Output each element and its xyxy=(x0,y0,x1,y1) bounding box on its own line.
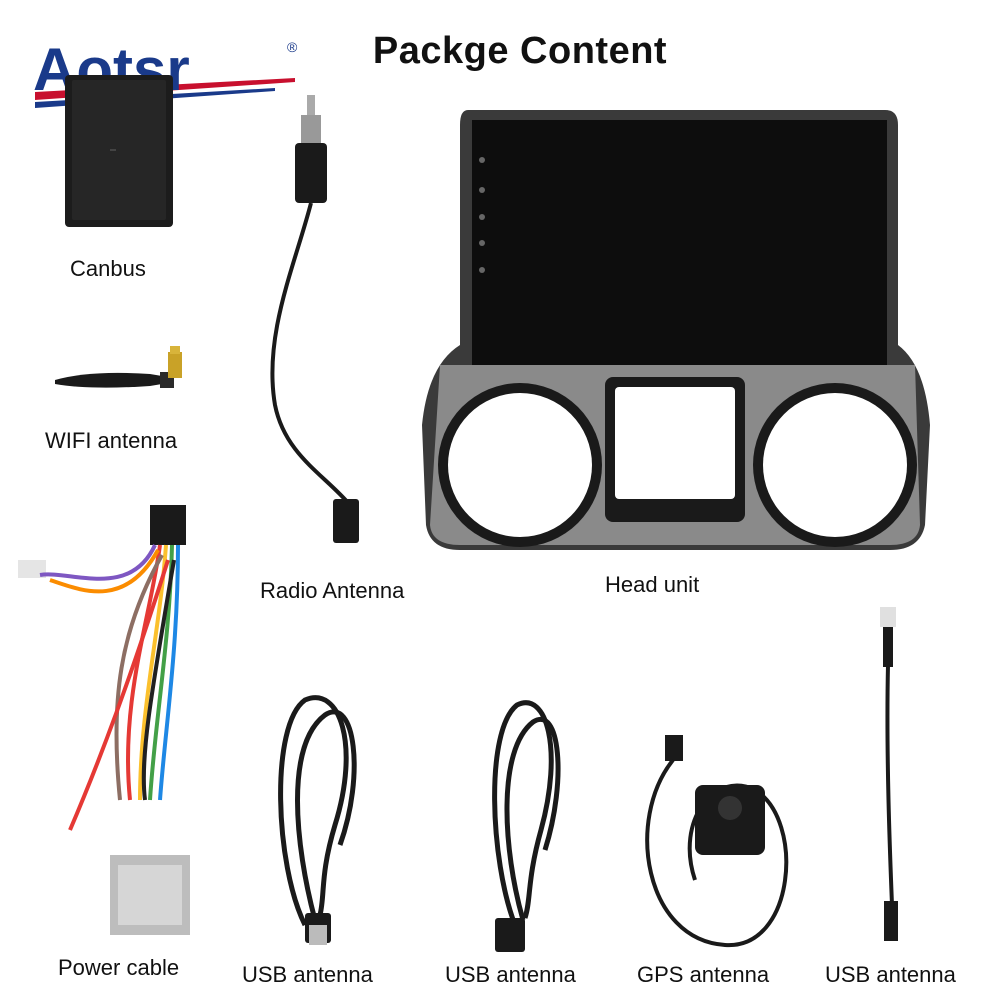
label-radio-antenna: Radio Antenna xyxy=(260,578,405,603)
usb-antenna-3-image xyxy=(880,607,898,941)
label-canbus: Canbus xyxy=(70,256,146,281)
label-usb-antenna-3: USB antenna xyxy=(825,962,956,987)
radio-antenna-image xyxy=(270,95,359,543)
canbus-image xyxy=(65,75,173,227)
head-unit-image xyxy=(422,110,930,550)
logo-registered-mark: ® xyxy=(287,39,298,55)
wifi-antenna-image xyxy=(55,346,182,388)
label-wifi-antenna: WIFI antenna xyxy=(45,428,178,453)
usb-antenna-1-image xyxy=(278,695,357,945)
label-head-unit: Head unit xyxy=(605,572,700,597)
label-power-cable: Power cable xyxy=(58,955,180,980)
label-usb-antenna-1: USB antenna xyxy=(242,962,373,987)
label-gps-antenna: GPS antenna xyxy=(637,962,770,987)
power-cable-image xyxy=(18,505,190,935)
label-usb-antenna-2: USB antenna xyxy=(445,962,576,987)
page-title: Packge Content xyxy=(372,30,668,72)
usb-antenna-2-image xyxy=(492,700,561,952)
gps-antenna-image xyxy=(645,735,789,948)
